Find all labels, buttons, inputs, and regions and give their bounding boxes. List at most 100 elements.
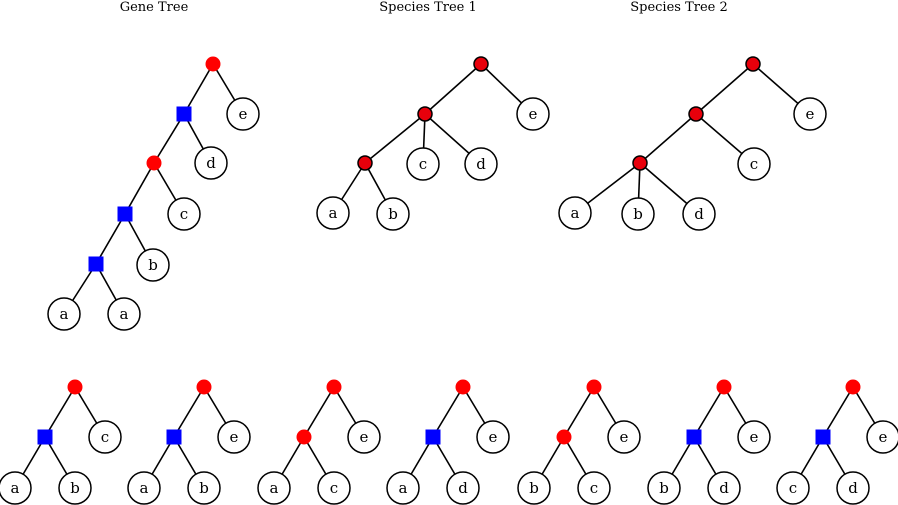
leaf-circle [446,471,480,505]
species2-node [745,56,761,72]
species2-leaf-b: b [621,197,655,231]
species-tree-2-title: Species Tree 2 [630,0,728,15]
gene-edge [95,213,126,265]
leaf-label: b [633,205,643,223]
leaf-circle [737,420,771,454]
subtree-2-leaf-a: a [127,471,161,505]
gene-tree-title: Gene Tree [120,0,189,15]
subtree-2-leaf-e: e [217,420,251,454]
species2-leaf-c: c [737,147,771,181]
subtree-7-leaf-d: d [836,471,870,505]
subtree-4-speciation-node [455,379,471,395]
leaf-circle [226,97,260,131]
gene-leaf-d: d [194,146,228,180]
leaf-circle [406,147,440,181]
subtree-6-leaf-d: d [707,471,741,505]
subtree-7-edge [822,386,854,438]
leaf-circle [682,197,716,231]
leaf-label: c [101,428,109,446]
leaf-circle [517,471,551,505]
species1-node [473,56,489,72]
subtree-1-leaf-a: a [0,471,32,505]
gene-speciation-node [205,56,221,72]
leaf-label: d [458,479,468,497]
leaf-label: b [529,479,539,497]
leaf-circle [88,420,122,454]
subtree-6-duplication-node [686,429,702,445]
subtree-7-duplication-node [815,429,831,445]
leaf-circle [376,197,410,231]
leaf-circle [737,147,771,181]
species-tree-1-title: Species Tree 1 [379,0,477,15]
species2-node [688,106,704,122]
leaf-circle [476,420,510,454]
species1-leaf-b: b [376,197,410,231]
gene-leaf-a: a [47,297,81,331]
gene-leaf-a: a [107,297,141,331]
leaf-circle [347,420,381,454]
subtree-4-leaf-d: d [446,471,480,505]
species2-edge [639,113,697,164]
leaf-label: a [60,305,69,323]
gene-leaf-c: c [167,197,201,231]
leaf-label: e [529,105,538,123]
subtree-4-leaf-e: e [476,420,510,454]
leaf-label: e [489,428,498,446]
leaf-label: a [120,305,129,323]
species2-leaf-e: e [793,97,827,131]
subtree-2-speciation-node [196,379,212,395]
subtree-5-leaf-b: b [517,471,551,505]
leaf-circle [776,471,810,505]
leaf-label: e [750,428,759,446]
subtree-7-speciation-node [845,379,861,395]
species2-leaf-d: d [682,197,716,231]
leaf-label: e [806,105,815,123]
leaf-label: a [11,479,20,497]
gene-leaf-e: e [226,97,260,131]
leaf-circle [866,420,898,454]
subtree-3-speciation-node [296,429,312,445]
leaf-circle [136,248,170,282]
leaf-label: a [329,204,338,222]
leaf-circle [558,196,592,230]
species1-leaf-e: e [516,97,550,131]
subtree-3-speciation-node [326,379,342,395]
subtree-7-leaf-e: e [866,420,898,454]
leaf-circle [793,97,827,131]
leaf-circle [217,420,251,454]
leaf-circle [257,471,291,505]
leaf-circle [0,471,32,505]
leaf-label: d [476,155,486,173]
leaf-circle [187,471,221,505]
gene-duplication-node [117,206,133,222]
leaf-label: e [879,428,888,446]
leaf-circle [167,197,201,231]
species2-node [632,155,648,171]
subtree-5-edge [563,386,595,438]
subtree-1-leaf-c: c [88,420,122,454]
leaf-circle [647,471,681,505]
leaf-label: c [590,479,598,497]
leaf-circle [836,471,870,505]
leaf-label: a [399,479,408,497]
species1-leaf-a: a [316,196,350,230]
species1-edge [364,113,426,164]
subtree-1-speciation-node [67,379,83,395]
leaf-label: b [659,479,669,497]
subtree-1-leaf-b: b [58,471,92,505]
subtree-3-leaf-e: e [347,420,381,454]
leaf-circle [47,297,81,331]
subtree-5-speciation-node [586,379,602,395]
subtree-2-edge [173,386,205,438]
leaf-label: e [239,105,248,123]
leaf-label: e [230,428,239,446]
leaf-label: d [694,205,704,223]
subtree-4-edge [432,386,464,438]
subtree-1-duplication-node [37,429,53,445]
leaf-circle [317,471,351,505]
subtree-6-leaf-b: b [647,471,681,505]
leaf-label: b [388,205,398,223]
gene-duplication-node [176,106,192,122]
leaf-label: c [750,155,758,173]
